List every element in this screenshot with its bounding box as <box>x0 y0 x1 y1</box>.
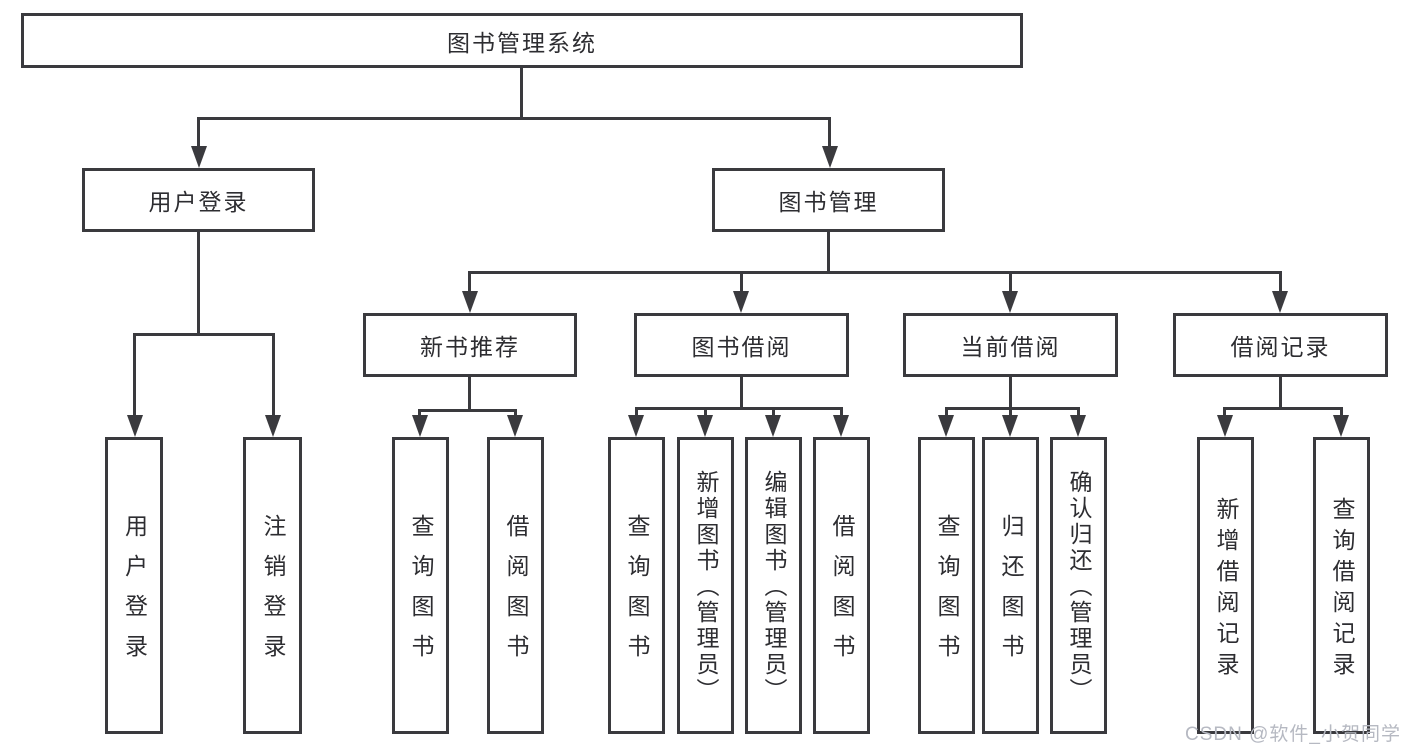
arrowhead-leaf-user-login <box>127 415 143 437</box>
arrowhead-cb-confirm <box>1070 415 1086 437</box>
connector-stem-nb-borrow <box>514 409 517 419</box>
connector-currentborrow-trunk <box>1009 377 1012 410</box>
leaf-cb-query-label: 查询图书 <box>934 514 960 674</box>
connector-stem-cb-query <box>945 407 948 419</box>
leaf-bb-borrow-label: 借阅图书 <box>829 514 855 674</box>
leaf-nb-query: 查询图书 <box>392 437 449 734</box>
connector-userlogin-bar <box>133 333 275 336</box>
connector-borrowrecords-trunk <box>1279 377 1282 410</box>
connector-stem-user-login <box>197 117 200 149</box>
connector-root-bar <box>197 117 831 120</box>
node-book-borrow: 图书借阅 <box>634 313 849 377</box>
arrowhead-user-login <box>191 146 207 168</box>
leaf-bb-edit-label: 编辑图书（管理员） <box>761 470 787 704</box>
connector-stem-book-mgmt <box>828 117 831 149</box>
node-book-mgmt: 图书管理 <box>712 168 945 232</box>
node-borrow-records: 借阅记录 <box>1173 313 1388 377</box>
connector-userlogin-trunk <box>197 232 200 336</box>
leaf-user-login-label: 用户登录 <box>121 514 148 674</box>
node-user-login-label: 用户登录 <box>148 189 249 215</box>
node-book-mgmt-label: 图书管理 <box>778 189 879 215</box>
node-current-borrow-label: 当前借阅 <box>960 334 1061 360</box>
arrowhead-bb-borrow <box>833 415 849 437</box>
node-new-books: 新书推荐 <box>363 313 577 377</box>
leaf-logout: 注销登录 <box>243 437 302 734</box>
leaf-bb-query: 查询图书 <box>608 437 665 734</box>
leaf-br-query-label: 查询借阅记录 <box>1329 496 1355 683</box>
arrowhead-br-query <box>1333 415 1349 437</box>
leaf-br-query: 查询借阅记录 <box>1313 437 1370 734</box>
connector-currentborrow-bar <box>945 407 1080 410</box>
connector-stem-bb-borrow <box>840 407 843 419</box>
leaf-cb-query: 查询图书 <box>918 437 975 734</box>
arrowhead-book-borrow <box>733 291 749 313</box>
node-root: 图书管理系统 <box>21 13 1023 68</box>
node-book-borrow-label: 图书借阅 <box>691 334 792 360</box>
arrowhead-book-mgmt <box>822 146 838 168</box>
leaf-cb-confirm: 确认归还（管理员） <box>1050 437 1107 734</box>
leaf-nb-query-label: 查询图书 <box>408 514 434 674</box>
arrowhead-current-borrow <box>1002 291 1018 313</box>
connector-stem-cb-return <box>1009 407 1012 419</box>
arrowhead-cb-query <box>938 415 954 437</box>
arrowhead-new-books <box>462 291 478 313</box>
connector-stem-br-query <box>1340 407 1343 419</box>
connector-stem-nb-query <box>418 409 421 419</box>
node-user-login: 用户登录 <box>82 168 315 232</box>
leaf-cb-return: 归还图书 <box>982 437 1039 734</box>
leaf-bb-borrow: 借阅图书 <box>813 437 870 734</box>
connector-newbooks-bar <box>418 409 517 412</box>
connector-bookborrow-trunk <box>740 377 743 410</box>
arrowhead-bb-query <box>628 415 644 437</box>
leaf-br-add: 新增借阅记录 <box>1197 437 1254 734</box>
arrowhead-nb-query <box>412 415 428 437</box>
arrowhead-br-add <box>1217 415 1233 437</box>
arrowhead-bb-edit <box>765 415 781 437</box>
leaf-bb-add: 新增图书（管理员） <box>677 437 734 734</box>
arrowhead-nb-borrow <box>507 415 523 437</box>
leaf-user-login: 用户登录 <box>105 437 163 734</box>
arrowhead-cb-return <box>1002 415 1018 437</box>
leaf-bb-query-label: 查询图书 <box>624 514 650 674</box>
leaf-bb-add-label: 新增图书（管理员） <box>693 470 719 704</box>
arrowhead-bb-add <box>697 415 713 437</box>
connector-stem-bb-query <box>635 407 638 419</box>
connector-bookmgmt-trunk <box>827 232 830 274</box>
leaf-bb-edit: 编辑图书（管理员） <box>745 437 802 734</box>
connector-stem-new-books <box>468 271 471 295</box>
leaf-nb-borrow-label: 借阅图书 <box>503 514 529 674</box>
connector-bookmgmt-bar <box>468 271 1282 274</box>
connector-stem-current-borrow <box>1009 271 1012 295</box>
node-root-label: 图书管理系统 <box>447 29 597 56</box>
connector-stem-book-borrow <box>740 271 743 295</box>
connector-bookborrow-bar <box>635 407 843 410</box>
leaf-cb-return-label: 归还图书 <box>998 514 1024 674</box>
node-current-borrow: 当前借阅 <box>903 313 1118 377</box>
connector-stem-leaf-user-login <box>133 333 136 417</box>
leaf-cb-confirm-label: 确认归还（管理员） <box>1066 470 1092 704</box>
connector-stem-bb-add <box>704 407 707 419</box>
connector-stem-br-add <box>1223 407 1226 419</box>
node-new-books-label: 新书推荐 <box>420 334 520 360</box>
node-borrow-records-label: 借阅记录 <box>1230 334 1331 360</box>
connector-borrowrecords-bar <box>1223 407 1343 410</box>
arrowhead-borrow-records <box>1272 291 1288 313</box>
connector-root-trunk <box>520 66 523 120</box>
connector-stem-bb-edit <box>772 407 775 419</box>
leaf-logout-label: 注销登录 <box>260 514 286 674</box>
connector-stem-leaf-logout <box>272 333 275 417</box>
arrowhead-leaf-logout <box>265 415 281 437</box>
leaf-nb-borrow: 借阅图书 <box>487 437 544 734</box>
connector-stem-cb-confirm <box>1077 407 1080 419</box>
leaf-br-add-label: 新增借阅记录 <box>1213 496 1239 683</box>
connector-newbooks-trunk <box>468 377 471 412</box>
connector-stem-borrow-records <box>1279 271 1282 295</box>
csdn-watermark: CSDN @软件_小贺同学 <box>1185 724 1401 745</box>
